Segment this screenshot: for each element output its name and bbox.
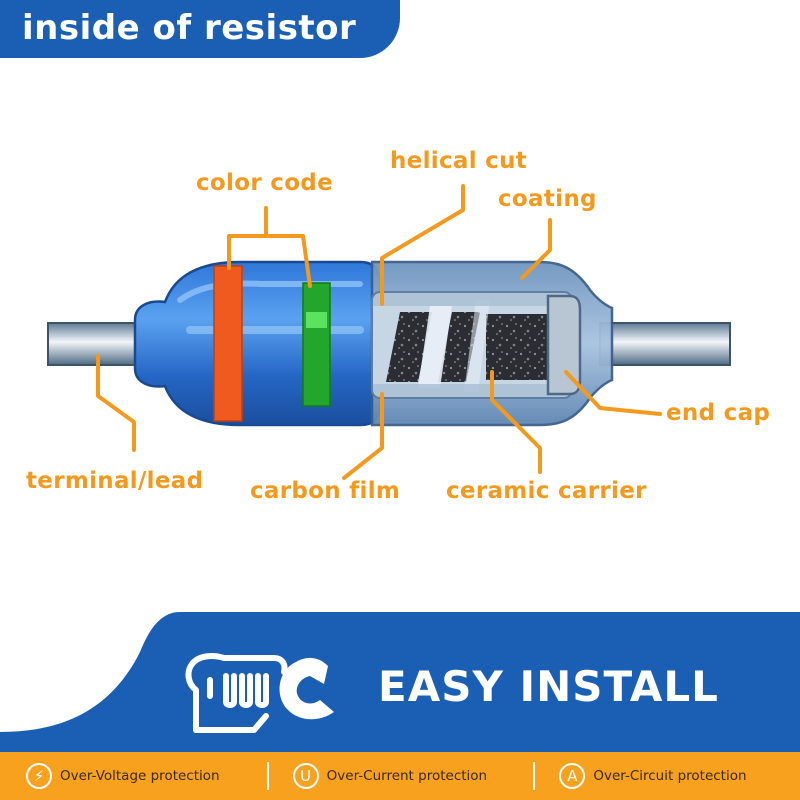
header-banner <box>0 0 400 58</box>
page-title: inside of resistor <box>22 8 357 48</box>
footer-label: Over-Voltage protection <box>60 768 220 784</box>
leader-line-ceramic-carrier <box>490 370 542 474</box>
lightning-icon: ⚡ <box>26 763 52 789</box>
terminal-lead-right <box>599 322 731 366</box>
color-band-orange <box>213 265 243 422</box>
label-ceramic-carrier: ceramic carrier <box>446 478 647 504</box>
resistor-diagram <box>47 184 731 480</box>
leader-line-coating <box>520 218 552 280</box>
footer-label: Over-Current protection <box>326 768 488 784</box>
label-helical-cut: helical cut <box>390 148 528 174</box>
label-carbon-film: carbon film <box>250 478 401 504</box>
u-letter-icon: U <box>292 763 319 789</box>
label-coating: coating <box>498 186 597 212</box>
color-band-green <box>302 282 331 407</box>
label-end-cap: end cap <box>666 400 771 426</box>
leader-line-end-cap <box>564 370 662 416</box>
leader-line-carbon-film <box>342 392 384 480</box>
footer-item-over-current: U Over-Current protection <box>266 752 534 800</box>
carbon-film-segment <box>386 312 432 382</box>
leader-line-helical-cut <box>380 184 465 306</box>
label-color-code: color code <box>196 170 333 196</box>
install-banner <box>0 612 800 752</box>
carbon-film-segment <box>486 314 552 380</box>
footer-label: Over-Circuit protection <box>593 768 747 784</box>
helical-cut <box>464 300 490 392</box>
helical-cut <box>418 306 452 388</box>
a-letter-icon: A <box>559 763 586 789</box>
hand-wrench-icon <box>185 653 334 733</box>
footer-bar: ⚡ Over-Voltage protection U Over-Current… <box>0 752 800 800</box>
label-terminal-lead: terminal/lead <box>26 468 204 494</box>
core-shade-top <box>372 292 572 306</box>
footer-item-over-circuit: A Over-Circuit protection <box>533 752 800 800</box>
footer-item-over-voltage: ⚡ Over-Voltage protection <box>0 752 267 800</box>
leader-line-terminal <box>96 354 136 452</box>
install-title: EASY INSTALL <box>378 662 719 711</box>
color-band-green-highlight <box>306 312 327 328</box>
end-cap <box>546 294 582 396</box>
core-shade-bottom <box>372 384 572 398</box>
